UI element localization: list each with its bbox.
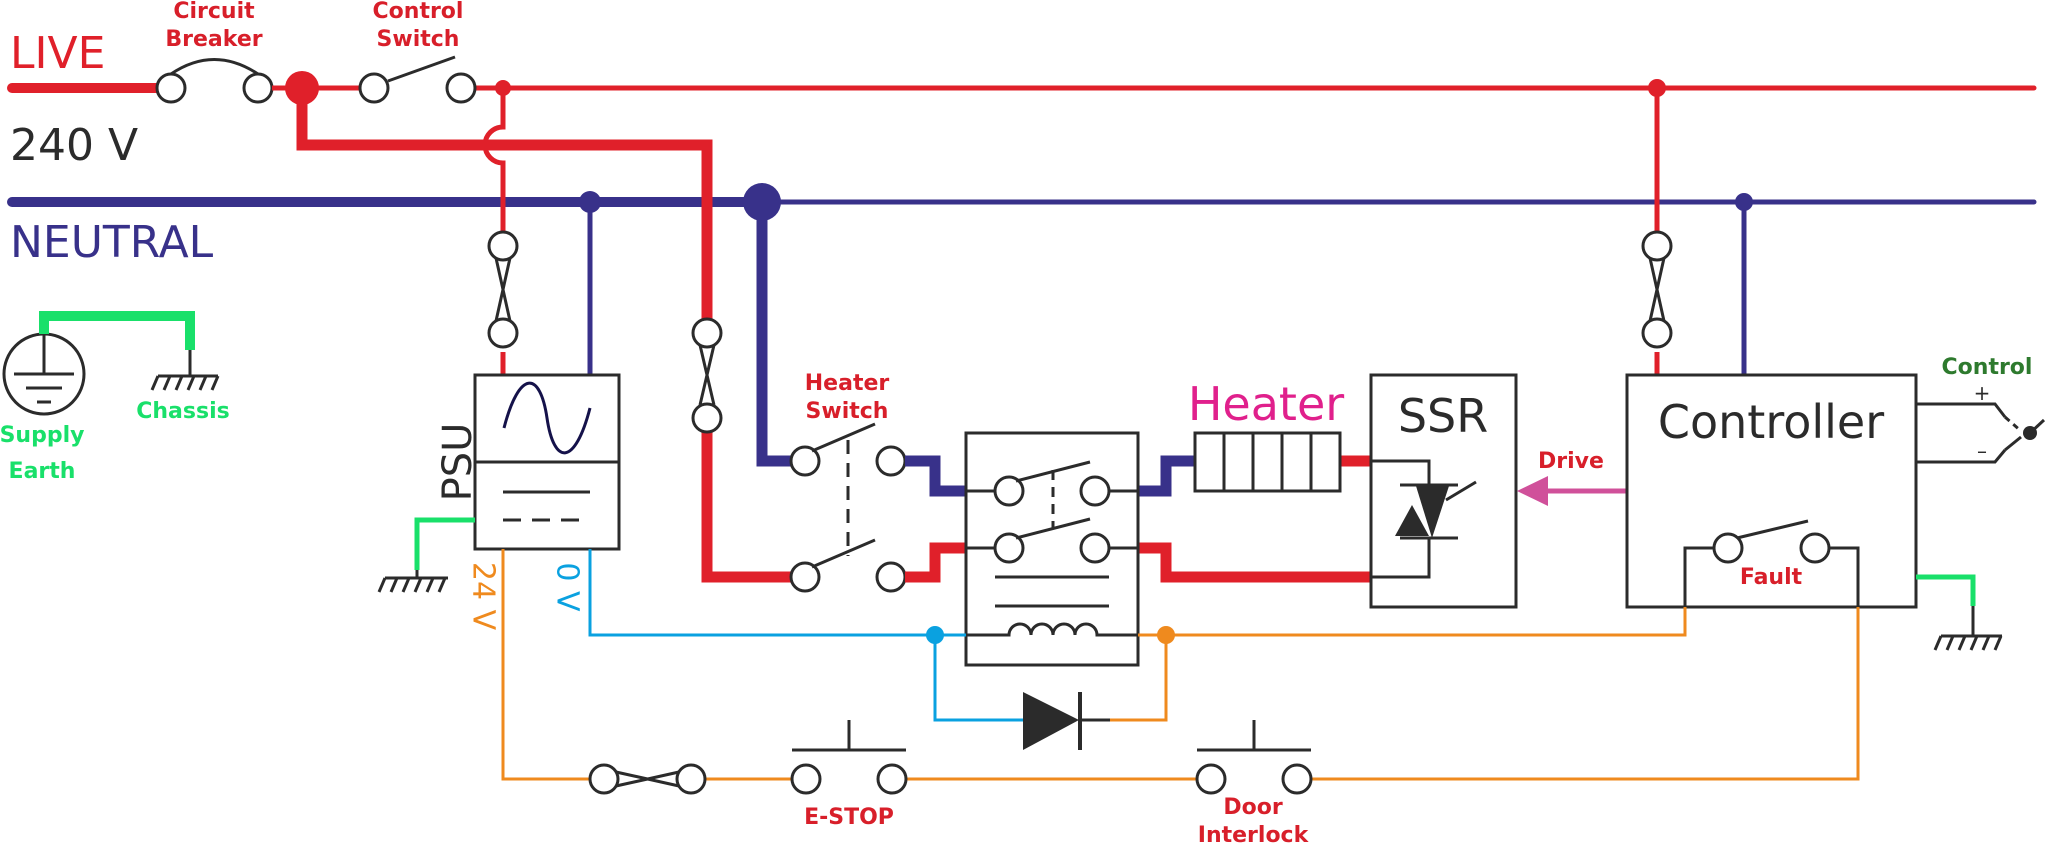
supply-earth-label-line1: Supply — [0, 423, 84, 448]
triac-gate — [1445, 480, 1477, 502]
door-interlock-label-line2: Interlock — [1198, 823, 1310, 845]
door-interlock — [1195, 720, 1313, 795]
estop-button — [790, 720, 908, 795]
control-switch — [316, 55, 511, 104]
heater-switch-label-line2: Switch — [806, 399, 889, 424]
control-switch-label-line2: Switch — [377, 27, 460, 52]
psu-live-feed — [482, 88, 506, 377]
circuit-breaker-label-line2: Breaker — [165, 27, 262, 52]
dc-zero-volt-wiring — [588, 549, 1023, 722]
heater-power-wiring — [905, 455, 1371, 583]
door-interlock-label-line1: Door — [1223, 795, 1282, 820]
psu-label: PSU — [435, 423, 481, 502]
estop-label: E-STOP — [804, 805, 894, 830]
dc-24v-wiring — [501, 549, 1860, 781]
control-label: Control — [1942, 355, 2033, 380]
voltage-label: 240 V — [10, 120, 138, 171]
neutral-label: NEUTRAL — [10, 217, 214, 268]
heater-live-branch — [296, 88, 796, 583]
supply-earth-symbol — [2, 311, 195, 416]
live-label: LIVE — [10, 28, 105, 79]
control-input — [1916, 402, 2046, 464]
controller-label: Controller — [1658, 395, 1884, 449]
controller-fuse — [1641, 230, 1673, 349]
drive-label: Drive — [1538, 449, 1604, 474]
ssr-label: SSR — [1398, 389, 1488, 443]
controller-earth — [1916, 574, 2003, 651]
psu-0v-label: 0 V — [550, 562, 585, 612]
neutral-branches — [579, 183, 1753, 467]
ac-symbol — [502, 381, 592, 455]
chassis-symbol — [150, 350, 220, 391]
dc-fuse — [588, 763, 707, 795]
fault-label: Fault — [1740, 565, 1803, 590]
psu-fuse — [487, 230, 519, 349]
chassis-label: Chassis — [136, 399, 229, 424]
heater-fuse — [691, 317, 723, 434]
circuit-breaker-label-line1: Circuit — [173, 0, 255, 24]
psu — [473, 373, 621, 551]
controller-live-feed — [1648, 79, 1666, 377]
ssr — [1369, 373, 1518, 609]
heater-switch-label-line1: Heater — [805, 371, 890, 396]
heater-element — [1193, 431, 1342, 493]
contactor-coil — [966, 622, 1138, 637]
psu-24v-label: 24 V — [466, 562, 501, 631]
psu-earth — [377, 517, 475, 593]
control-minus-label: – — [1977, 439, 1987, 463]
contactor — [964, 431, 1140, 667]
supply-earth-label-line2: Earth — [9, 459, 76, 484]
circuit-breaker — [155, 58, 319, 105]
controller — [1625, 373, 1918, 609]
heater-label: Heater — [1188, 377, 1344, 431]
flyback-diode — [1023, 692, 1110, 750]
heater-switch — [789, 422, 907, 593]
control-plus-label: + — [1974, 381, 1991, 405]
drive-arrow — [1517, 476, 1627, 506]
control-switch-label-line1: Control — [373, 0, 464, 24]
